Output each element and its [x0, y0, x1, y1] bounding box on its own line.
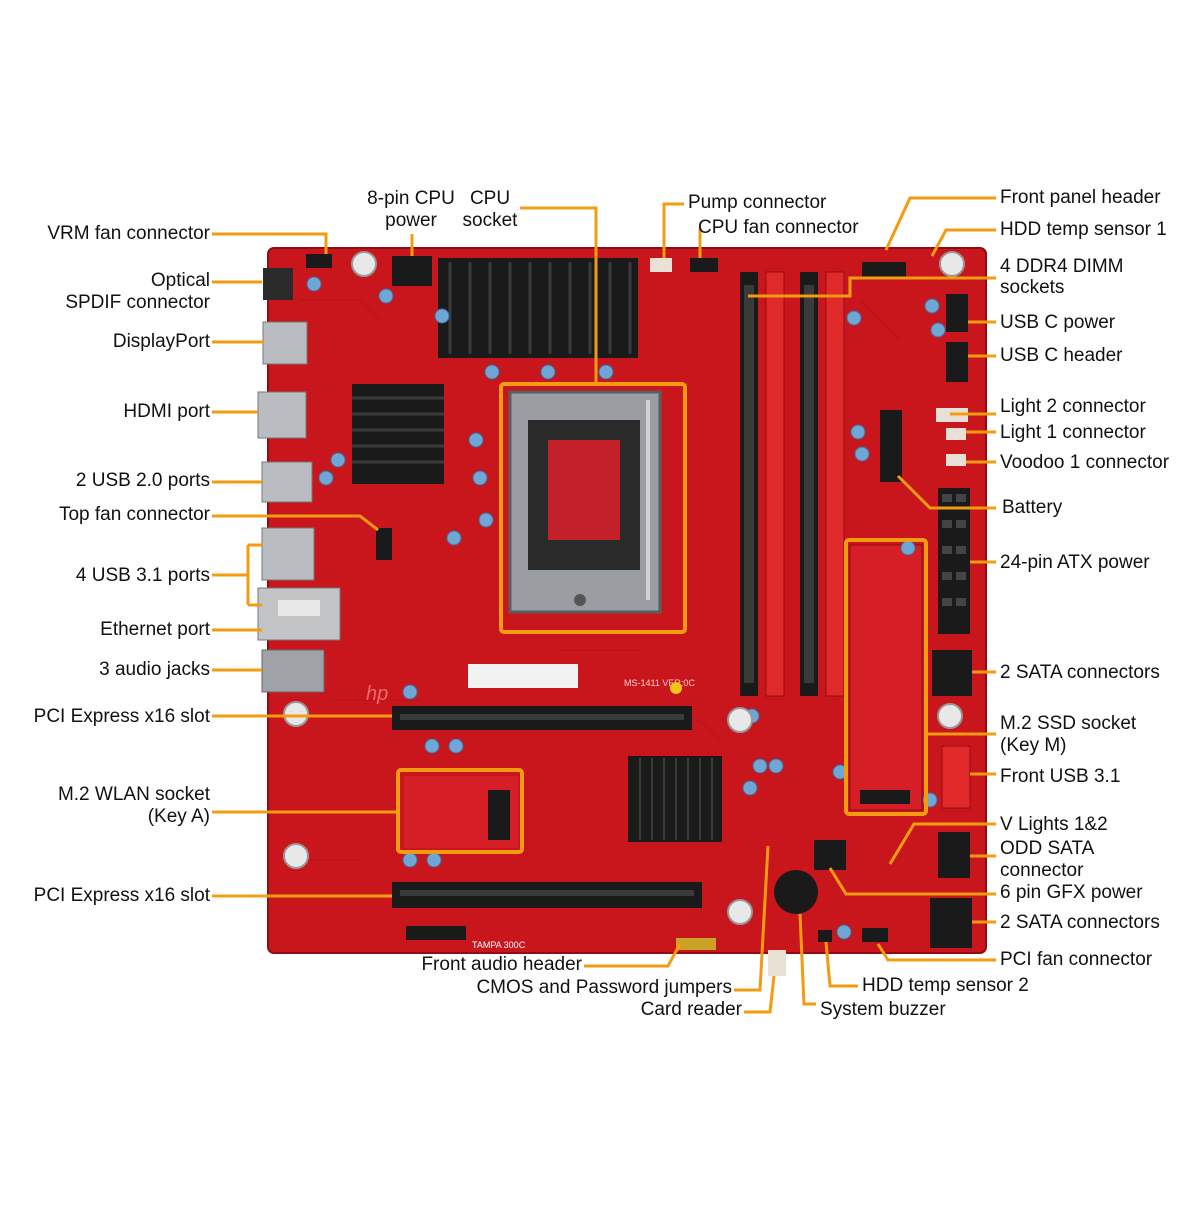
label-sata-upper: 2 SATA connectors: [1000, 662, 1160, 683]
front-audio-silk: TAMPA 300C: [472, 940, 526, 950]
label-pump: Pump connector: [688, 192, 827, 213]
front-panel-header-shape: [862, 262, 906, 278]
label-light2: Light 2 connector: [1000, 396, 1146, 417]
light1-shape: [946, 428, 966, 440]
usbc-power-shape: [946, 294, 968, 332]
usbc-header-shape: [946, 342, 968, 382]
label-m2-wlan: M.2 WLAN socket: [57, 784, 210, 805]
label-atx24: 24-pin ATX power: [1000, 552, 1150, 573]
label-gfx6: 6 pin GFX power: [1000, 882, 1143, 903]
usb31-ports: [261, 527, 315, 581]
label-cmos: CMOS and Password jumpers: [476, 977, 732, 998]
label-battery: Battery: [1002, 497, 1063, 518]
board-sticker-right: MS-1411 VER:0C: [624, 678, 695, 688]
misc-header: [406, 926, 466, 940]
vrm-heatsink-top: [438, 258, 638, 358]
battery-holder: [880, 410, 902, 482]
vrm-heatsink-left: [352, 384, 444, 484]
pump-header: [650, 258, 672, 272]
spdif-connector: [263, 268, 293, 300]
label-buzzer: System buzzer: [820, 999, 946, 1020]
label-voodoo1: Voodoo 1 connector: [1000, 452, 1170, 473]
label-cpu-power-2: power: [385, 210, 437, 231]
label-card-reader: Card reader: [640, 999, 742, 1020]
label-hdmi: HDMI port: [123, 401, 210, 422]
vrm-fan-header: [306, 254, 332, 268]
label-usb20: 2 USB 2.0 ports: [75, 470, 210, 491]
buzzer: [774, 870, 818, 914]
m2-ssd-highlight: [844, 538, 928, 816]
dimm-slot-2: [765, 271, 785, 697]
label-ethernet: Ethernet port: [100, 619, 210, 640]
cpu-fan-header: [690, 258, 718, 272]
front-usb31-shape: [941, 745, 971, 809]
label-front-usb31: Front USB 3.1: [1000, 766, 1121, 787]
label-pcie2: PCI Express x16 slot: [33, 885, 210, 906]
label-cpu-fan: CPU fan connector: [698, 217, 859, 238]
card-reader-header: [768, 950, 786, 976]
label-cpu-power-1: 8-pin CPU: [367, 188, 455, 209]
label-vrm-fan: VRM fan connector: [47, 223, 210, 244]
atx24-shape: [938, 488, 970, 634]
gfx-6pin: [814, 840, 846, 870]
label-dimm-2: sockets: [1000, 277, 1065, 298]
label-odd-sata-1: ODD SATA: [1000, 838, 1095, 859]
label-usb31: 4 USB 3.1 ports: [75, 565, 210, 586]
displayport-port: [262, 321, 308, 365]
dimm-slot-4: [825, 271, 845, 697]
label-vlights: V Lights 1&2: [1000, 814, 1108, 835]
cpu-socket-highlight: [499, 382, 687, 634]
m2-ssd-socket-shape: [849, 544, 923, 811]
board-sticker: [468, 664, 578, 688]
label-sata-lower: 2 SATA connectors: [1000, 912, 1160, 933]
label-pci-fan: PCI fan connector: [1000, 949, 1153, 970]
label-audio-jacks: 3 audio jacks: [99, 659, 210, 680]
label-pcie1: PCI Express x16 slot: [33, 706, 210, 727]
front-audio-pins: [676, 938, 716, 950]
cpu-power-8pin: [392, 256, 432, 286]
label-light1: Light 1 connector: [1000, 422, 1146, 443]
label-m2-wlan-key: (Key A): [147, 806, 210, 827]
audio-jacks-block: [261, 649, 325, 693]
label-cpu-socket-1: CPU: [469, 188, 511, 209]
odd-sata-shape: [938, 832, 970, 878]
label-front-audio: Front audio header: [421, 954, 582, 975]
label-front-panel: Front panel header: [1000, 187, 1161, 208]
pci-fan-header: [862, 928, 888, 942]
label-spdif: SPDIF connector: [65, 292, 210, 313]
hp-logo: hp: [366, 683, 388, 705]
label-cpu-socket-2: socket: [462, 210, 518, 231]
sata-lower-shape: [930, 898, 972, 948]
label-usbc-power: USB C power: [1000, 312, 1116, 333]
label-usbc-header: USB C header: [1000, 345, 1123, 366]
voodoo1-shape: [946, 454, 966, 466]
label-displayport: DisplayPort: [112, 331, 210, 352]
top-fan-header: [376, 528, 392, 560]
usb20-ports: [261, 461, 313, 503]
label-optical: Optical: [150, 270, 210, 291]
label-m2-ssd: M.2 SSD socket: [1000, 713, 1137, 734]
label-m2-ssd-key: (Key M): [1000, 735, 1067, 756]
sata-upper-shape: [932, 650, 972, 696]
label-odd-sata-2: connector: [1000, 860, 1084, 881]
hdd-temp2-header: [818, 930, 832, 942]
label-hdd-temp1: HDD temp sensor 1: [1000, 219, 1167, 240]
label-hdd-temp2: HDD temp sensor 2: [862, 975, 1029, 996]
label-dimm-1: 4 DDR4 DIMM: [1000, 256, 1124, 277]
mount-holes: [283, 251, 965, 925]
label-top-fan: Top fan connector: [58, 504, 210, 525]
hdmi-port-shape: [257, 391, 307, 439]
leader-lines: [212, 196, 996, 1014]
